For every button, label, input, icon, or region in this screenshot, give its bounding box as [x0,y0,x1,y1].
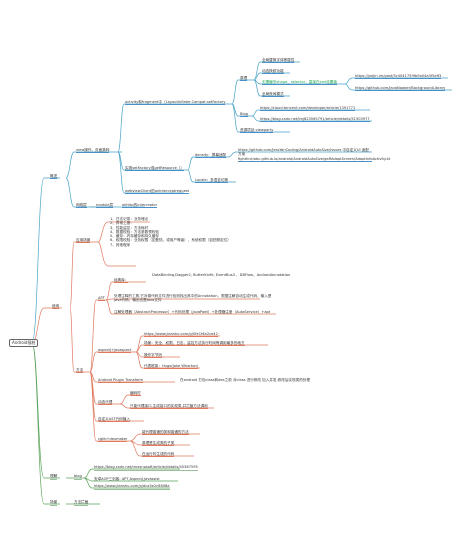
scenario-item-4: 5、缓存：内存缓存和持久缓存 [110,234,160,239]
principle-item-3: 全局夜间模式 [262,92,284,98]
cglib-item-1: 原理是生成类的子类 [142,441,175,447]
node-javassist: 自定义AST代码植入 [98,417,131,423]
branch-reference: 理解 [50,474,58,480]
aspectj-link[interactable]: https://www.jianshu.com/p/0fe1f4b2ce42 [144,332,218,338]
node-okhttp: okhttp的interceptor [122,203,158,209]
apt-note: 注解处理器（AbstractProcessor）+代码处理（javaPoet）+… [114,310,271,314]
node-methods: 方法 [76,368,84,374]
principle-item-0: 全局替换字体等属性 [262,58,295,64]
node-webview: webviewClient的onInterceptrequest [125,189,190,195]
scenario-item-2: 3、性能监控：方法耗时 [110,225,149,230]
node-blog: Blog [240,112,248,118]
proxy-item-0: 编码时 [130,391,141,397]
blog-link-1[interactable]: https://blog.csdn.net/lmj623565791/artic… [260,117,370,123]
principle-link-1[interactable]: https://github.com/JavaNoober/Background… [355,86,446,92]
node-transform: Android Plugin Transform [98,378,144,384]
cglib-item-0: 能代理普通的类和普通的方法 [142,430,189,436]
node-density: density：屏幕适配 [195,153,227,159]
branch-line-concept [31,177,60,344]
reference-link-1: 安卓AOP三剑客: APT,AspectJ,Javassist [94,477,160,481]
node-extra-project: 资源项目:viewparty [240,128,274,134]
root-node: Android插桩 [9,339,39,348]
node-scenario: 应用场景 [76,238,91,244]
apt-frameworks: DataBinding,Dagger2, ButterKnife, EventB… [152,273,291,277]
transform-desc: 在android 打包class转dex之前 对class 进行修改 加入并发,… [180,378,310,382]
scenario-item-6: 7、其他程序 [110,242,131,247]
node-locale: Locale：多语言切换 [195,178,229,184]
scenario-item-0: 1、日志记录：业务埋点 [110,217,149,221]
node-aspectj: aspectJ+javaspect [98,348,132,354]
node-network: 网络层 [76,203,87,209]
principle-item-1: 动态换肤功能 [262,69,284,75]
node-view-events: view操作、页面跳转 [76,148,110,154]
node-reference-blog: blog [74,474,82,480]
principle-link-0[interactable]: https://juejin.im/post/5c4041759fb9a04a3… [355,74,442,80]
apt-process: 处理注释的工具,它对源代码文件进行检测找出其中的Annotation，根据注解自… [114,294,272,303]
principle-item-2: 无需编写shape、selector，直接在xml设置值 [262,80,337,86]
scenario-item-3: 4、数据校验：方法参数预校验 [110,229,160,234]
reference-link-0[interactable]: https://blog.csdn.net/mrzxnosoft/article… [94,465,198,471]
node-module: module层 [96,203,114,209]
aspectj-item-2: 代表框架：Hugo(Jake Wharton) [144,364,199,370]
reference-link-2[interactable]: https://www.jianshu.com/p/dca3e2c8608a [94,484,170,490]
node-dynamic-proxy: 动态代理 [98,400,113,406]
scenario-list: 1、日志记录：业务埋点 2、异常上报： 3、性能监控：方法耗时 4、数据校验：方… [110,217,232,247]
branch-usage: 使用 [52,304,60,310]
branch-summary: 场景 [50,500,58,506]
aspectj-item-1: 操作字节码 [144,353,162,359]
node-summary-item: 方法拦截 [74,500,89,506]
cglib-item-2: 在运行时生成的代码 [142,452,175,458]
scenario-item-1: 2、异常上报： [110,221,134,226]
branch-line-reference [31,342,60,479]
aspectj-item-0: 场景：安全、权限、日志，监控方法执行时间等调用最多的地方 [144,341,245,347]
node-factory: 实现setFactory或getResource（） [125,166,184,172]
scenario-item-5: 6、权限校验：业务权限（如登陆，或用户等级），系统权限（如拍照定位） [110,238,231,243]
apt-frameworks-label: 经典库： [114,278,129,284]
branch-concept: 概述 [50,174,58,180]
branch-line-usage [31,307,62,344]
blog-link-0[interactable]: https://cloud.tencent.com/developer/arti… [260,106,356,112]
node-principle: 原理 [240,76,248,82]
node-cglib: cglib+dexmaker [98,437,128,443]
branch-line-summary [31,342,60,505]
proxy-item-1: 只能代理接口,生成接口的实现类,并拦截方法调用 [130,404,208,410]
node-apt: APT [98,296,105,302]
node-activity-lifecycle: activity和fragment中（LayoutInflater.Compat… [125,100,226,106]
density-link[interactable]: https://github.com/JessYanCoding/Android… [238,148,391,162]
